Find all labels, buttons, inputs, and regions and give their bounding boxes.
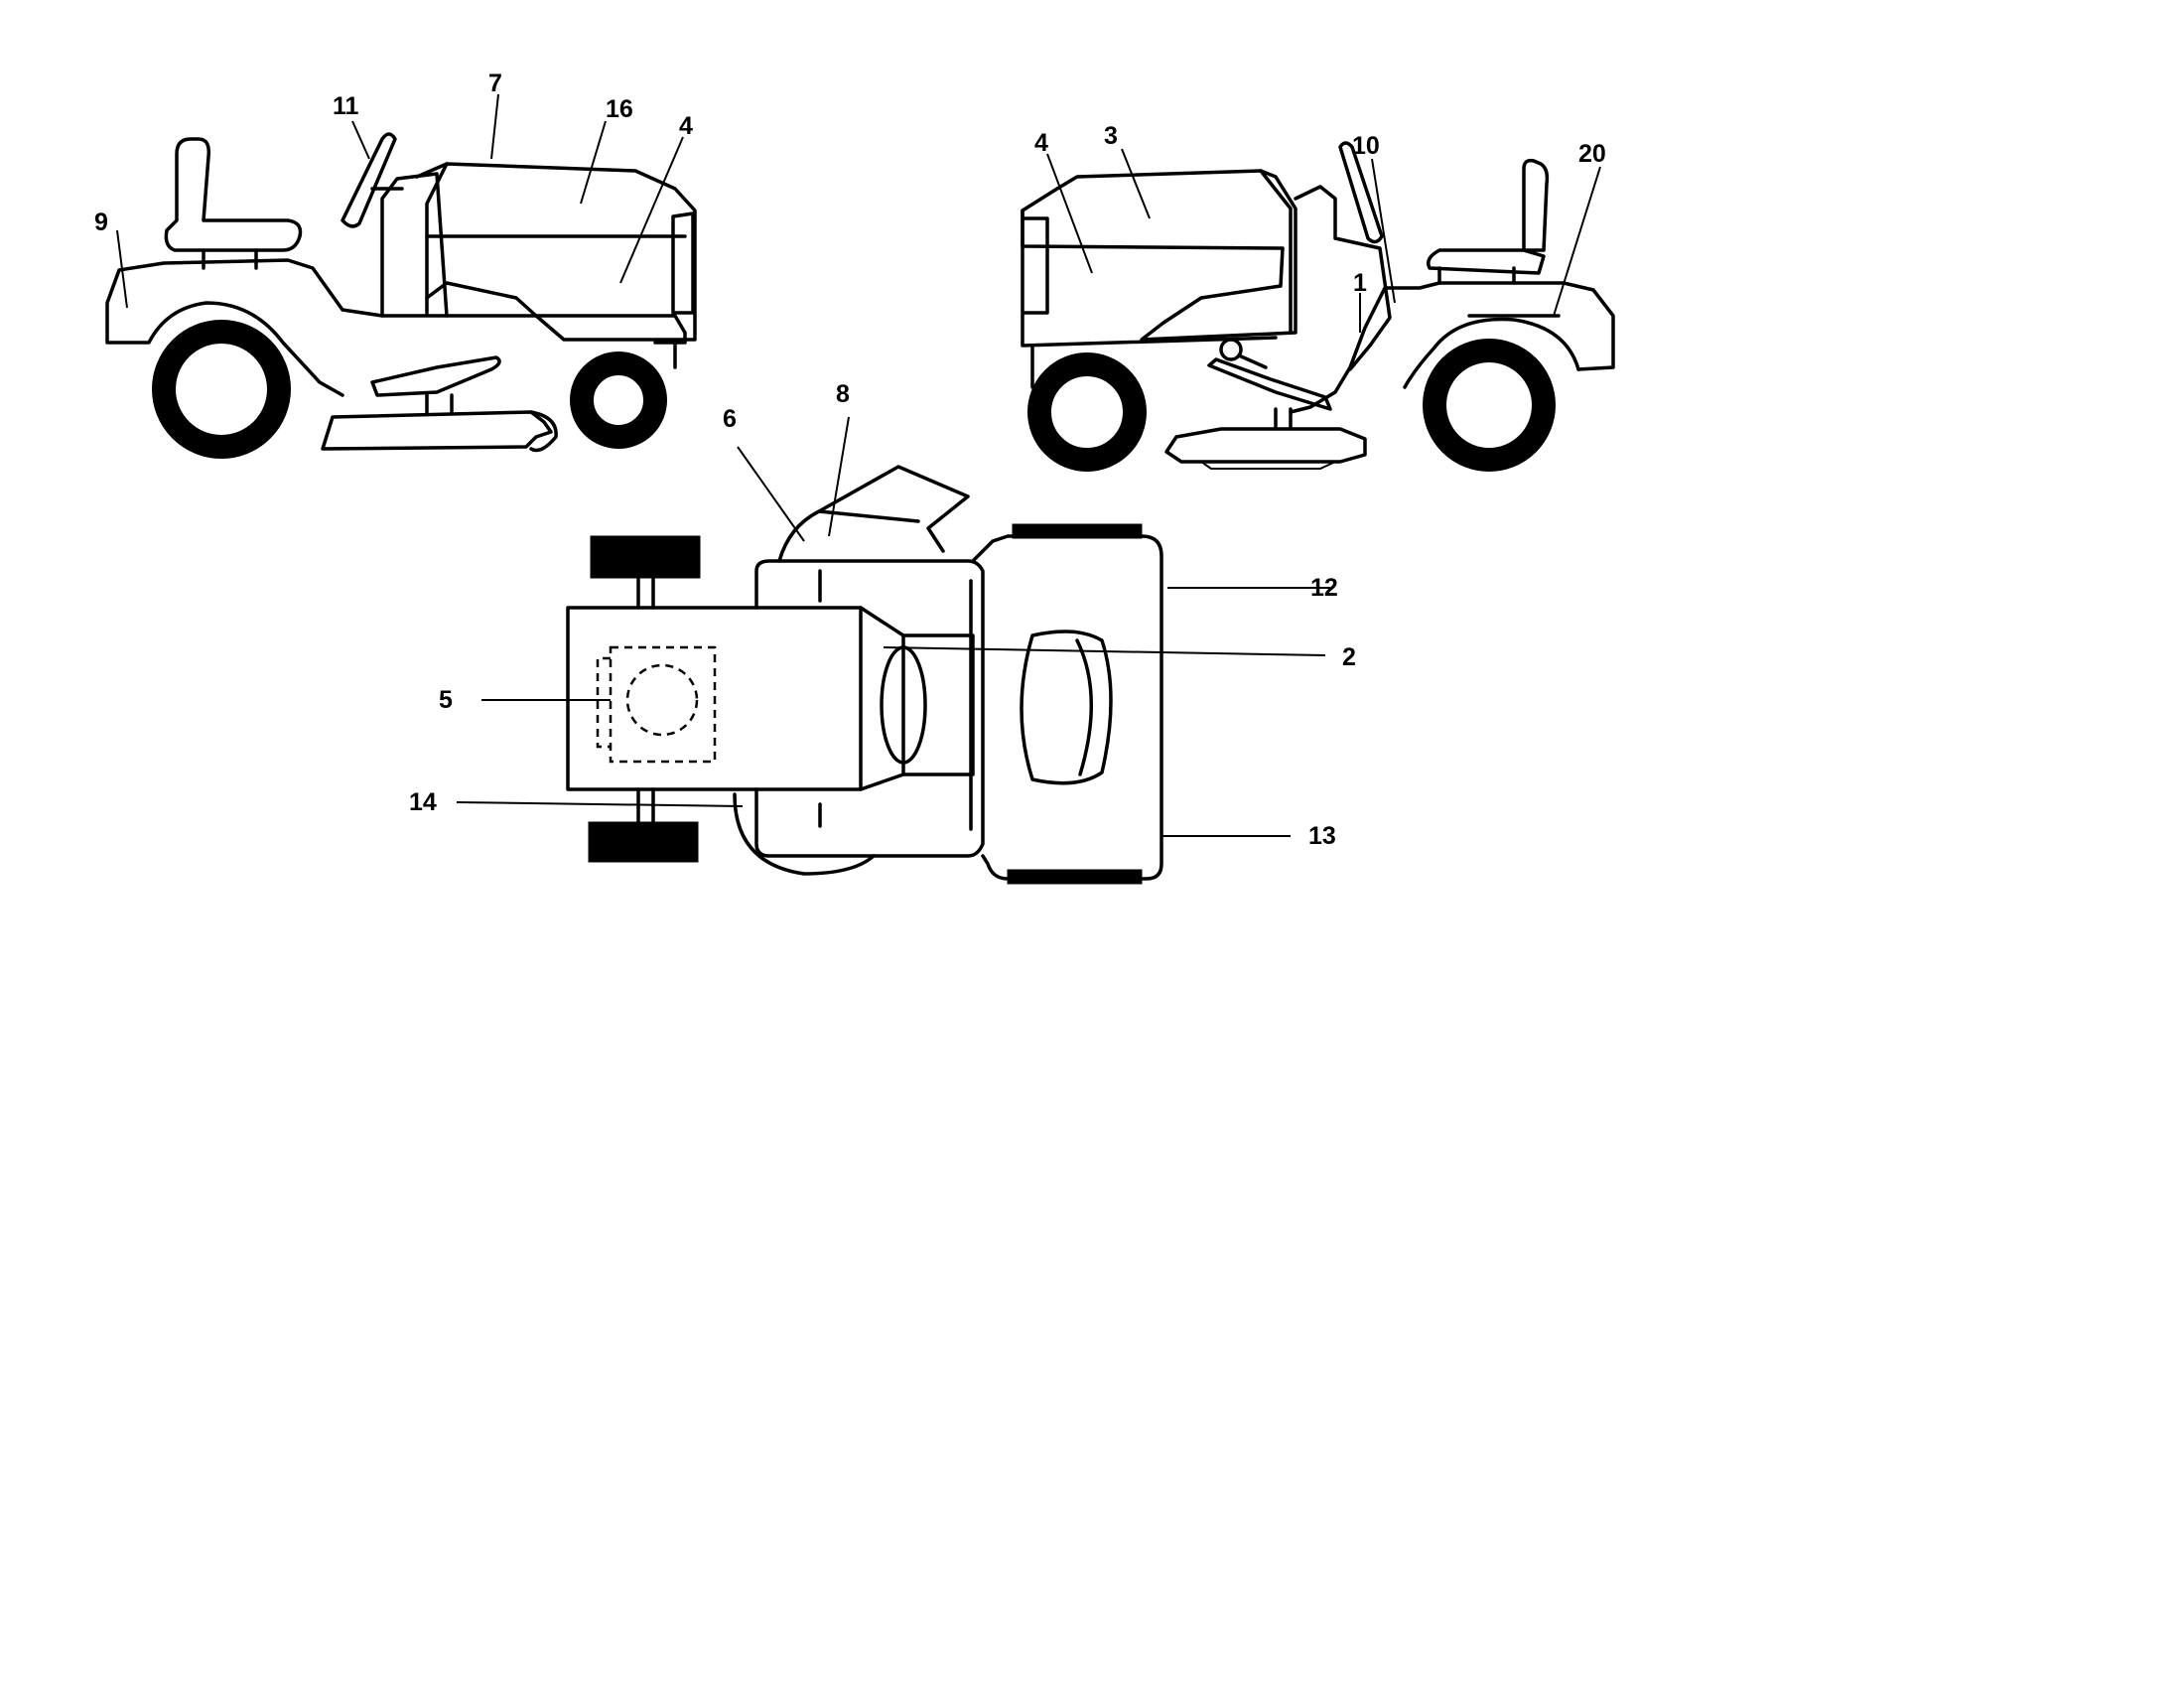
brake-knob-right bbox=[1219, 338, 1243, 361]
chassis-top bbox=[754, 559, 985, 858]
footboard-right bbox=[1207, 357, 1332, 411]
tractor-top-view bbox=[566, 465, 1163, 885]
engine-outline-top bbox=[609, 645, 717, 764]
callout-10-right: 10 bbox=[1352, 132, 1380, 160]
rear-wheel-left bbox=[152, 320, 291, 459]
footboard-left bbox=[370, 355, 501, 397]
callout-11-left: 11 bbox=[333, 92, 359, 120]
tractor-right-side-view bbox=[1021, 141, 1615, 472]
dash-top bbox=[859, 606, 905, 791]
rear-body-top bbox=[971, 534, 1163, 881]
hood-right bbox=[1021, 169, 1297, 342]
seat-right bbox=[1427, 158, 1550, 275]
callout-5-top: 5 bbox=[439, 686, 453, 714]
callout-20-right: 20 bbox=[1578, 140, 1606, 168]
discharge-chute-top bbox=[777, 465, 970, 563]
callout-13-top: 13 bbox=[1308, 822, 1336, 850]
front-wheel-top-lower bbox=[588, 821, 699, 863]
air-filter-outline-top bbox=[625, 663, 699, 737]
steering-wheel-right bbox=[1338, 141, 1384, 244]
callout-7-left: 7 bbox=[488, 70, 502, 97]
rear-fender-left bbox=[105, 258, 687, 397]
callout-6-top: 6 bbox=[723, 405, 737, 433]
rear-wheel-right bbox=[1423, 339, 1556, 472]
front-wheel-left bbox=[570, 351, 667, 449]
hood-left bbox=[415, 162, 697, 342]
mower-deck-right bbox=[1164, 427, 1367, 464]
callout-4-left: 4 bbox=[679, 112, 693, 140]
callout-12-top: 12 bbox=[1310, 574, 1338, 602]
front-wheel-top-upper bbox=[590, 535, 701, 579]
callout-2-top: 2 bbox=[1342, 643, 1356, 671]
leader-lines bbox=[116, 93, 1601, 837]
steering-wheel-left bbox=[341, 132, 397, 228]
tractor-left-side-view bbox=[105, 132, 697, 459]
callout-9-left: 9 bbox=[94, 209, 108, 236]
seat-left bbox=[164, 137, 303, 252]
dash-tower-right bbox=[1294, 185, 1392, 348]
callout-8-top: 8 bbox=[836, 380, 850, 408]
callout-3-right: 3 bbox=[1104, 122, 1118, 150]
callout-4-right: 4 bbox=[1034, 129, 1048, 157]
hood-top bbox=[566, 606, 863, 791]
seat-top bbox=[1020, 630, 1113, 785]
rear-wheel-top-lower bbox=[1007, 869, 1143, 885]
callout-labels: 9 11 7 16 4 4 3 10 20 1 8 6 12 2 5 14 13 bbox=[94, 70, 1606, 850]
callout-14-top: 14 bbox=[409, 788, 437, 816]
deck-lower-top bbox=[733, 792, 876, 876]
front-wheel-right bbox=[1027, 352, 1147, 472]
callout-1-right: 1 bbox=[1353, 269, 1367, 297]
rear-fender-right bbox=[1289, 281, 1615, 414]
dash-tower-left bbox=[380, 172, 449, 318]
callout-16-left: 16 bbox=[606, 95, 633, 123]
mower-deck-left bbox=[321, 410, 553, 451]
